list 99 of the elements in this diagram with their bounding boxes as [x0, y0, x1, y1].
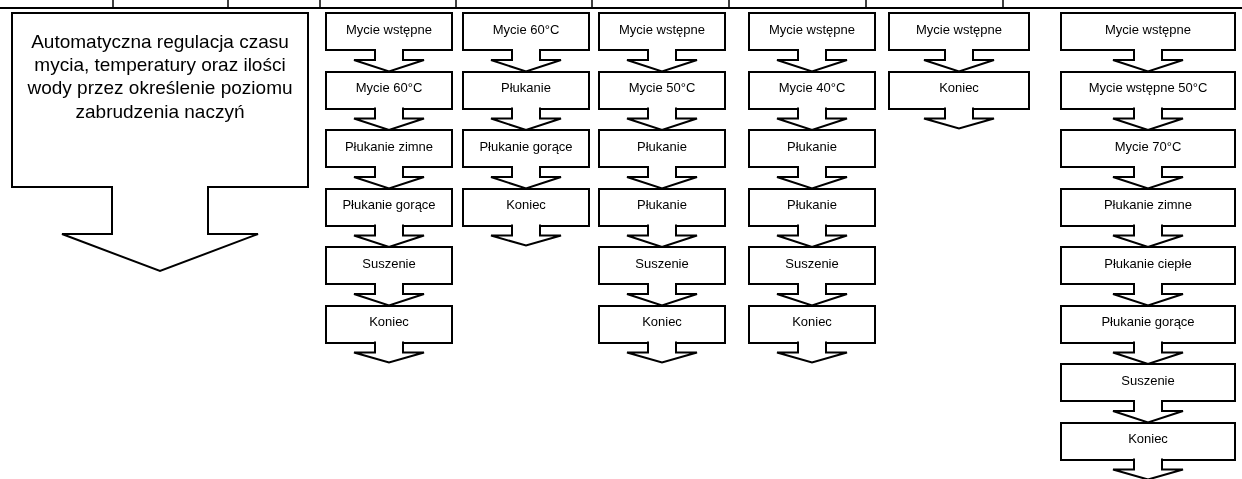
step-label: Koniec	[369, 314, 409, 330]
step-label: Mycie wstępne	[1105, 21, 1191, 38]
down-arrow	[1112, 106, 1184, 132]
step-label: Płukanie gorące	[342, 197, 436, 213]
process-box	[1060, 12, 1236, 51]
process-box	[598, 304, 726, 344]
down-arrow	[490, 165, 562, 190]
step-label: Koniec	[506, 197, 546, 213]
process-box	[462, 129, 590, 168]
process-box	[462, 187, 590, 227]
process-box	[598, 129, 726, 168]
step-label: Płukanie gorące	[479, 138, 573, 155]
down-arrow	[776, 165, 848, 190]
process-box	[598, 187, 726, 227]
step-label: Płukanie	[637, 138, 687, 155]
step-label: Suszenie	[635, 255, 689, 272]
down-arrow	[1112, 399, 1184, 424]
down-arrow	[626, 165, 698, 190]
step-label: Płukanie	[637, 197, 687, 213]
step-label: Mycie 60°C	[492, 21, 560, 38]
down-arrow	[1112, 282, 1184, 307]
process-box	[748, 246, 876, 285]
step-label: Mycie 40°C	[778, 80, 846, 96]
process-box	[888, 12, 1030, 51]
step-label: Mycie 60°C	[355, 80, 423, 96]
process-box	[598, 12, 726, 51]
down-arrow	[1112, 165, 1184, 190]
down-arrow	[353, 223, 425, 249]
step-label: Mycie wstępne	[619, 21, 705, 38]
process-box	[888, 70, 1030, 110]
process-box	[598, 246, 726, 285]
step-label: Mycie wstępne	[769, 21, 855, 38]
down-arrow	[923, 48, 995, 73]
down-arrow	[776, 340, 848, 364]
down-arrow	[626, 223, 698, 249]
process-box	[325, 187, 453, 227]
down-arrow	[626, 340, 698, 364]
step-label: Płukanie	[787, 138, 837, 155]
down-arrow	[490, 106, 562, 132]
process-box	[748, 129, 876, 168]
down-arrow	[776, 282, 848, 307]
step-label: Płukanie zimne	[1103, 197, 1193, 213]
step-label: Mycie wstępne	[346, 21, 432, 38]
down-arrow	[626, 48, 698, 73]
process-box	[1060, 363, 1236, 402]
step-label: Koniec	[792, 314, 832, 330]
process-box	[325, 12, 453, 51]
process-box	[1060, 246, 1236, 285]
down-arrow	[353, 106, 425, 132]
process-box	[11, 12, 309, 188]
process-box	[1060, 304, 1236, 344]
down-arrow	[353, 165, 425, 190]
step-label: Koniec	[1128, 431, 1168, 447]
down-arrow	[1112, 48, 1184, 73]
step-label: Koniec	[939, 80, 979, 96]
down-arrow	[626, 106, 698, 132]
down-arrow	[1112, 457, 1184, 479]
process-box	[748, 12, 876, 51]
process-box	[598, 70, 726, 110]
step-label: Suszenie	[785, 255, 839, 272]
down-arrow	[626, 282, 698, 307]
down-arrow	[1112, 340, 1184, 366]
process-box	[325, 70, 453, 110]
step-label: Mycie 50°C	[628, 80, 696, 96]
process-box	[325, 129, 453, 168]
down-arrow	[1112, 223, 1184, 249]
step-label: Płukanie	[787, 197, 837, 213]
step-label: Mycie 70°C	[1114, 138, 1182, 155]
process-box	[462, 12, 590, 51]
step-label: Koniec	[642, 314, 682, 330]
down-arrow	[490, 223, 562, 247]
process-box	[748, 304, 876, 344]
down-arrow	[776, 106, 848, 132]
process-box	[325, 246, 453, 285]
down-arrow	[353, 340, 425, 364]
step-label: Mycie wstępne	[916, 21, 1002, 38]
step-label: Mycie wstępne 50°C	[1088, 80, 1208, 96]
down-arrow	[353, 282, 425, 307]
step-label: Płukanie gorące	[1101, 314, 1195, 330]
down-arrow	[353, 48, 425, 73]
process-box	[1060, 421, 1236, 461]
step-label: Płukanie ciepłe	[1104, 255, 1192, 272]
process-box	[325, 304, 453, 344]
process-box	[748, 70, 876, 110]
step-label: Suszenie	[362, 255, 416, 272]
process-box	[1060, 129, 1236, 168]
process-box	[1060, 187, 1236, 227]
down-arrow	[776, 223, 848, 249]
process-box	[462, 70, 590, 110]
process-box	[748, 187, 876, 227]
step-label: Suszenie	[1121, 372, 1175, 389]
step-label: Automatyczna regulacja czasu mycia, temperatury oraz ilości wody przez określenie poziomu zabrudzenia naczyń	[26, 30, 294, 123]
process-box	[1060, 70, 1236, 110]
step-label: Płukanie zimne	[344, 138, 434, 155]
step-label: Płukanie	[501, 80, 551, 96]
down-arrow	[490, 48, 562, 73]
down-arrow	[923, 106, 995, 130]
down-arrow	[776, 48, 848, 73]
down-arrow	[61, 185, 259, 273]
